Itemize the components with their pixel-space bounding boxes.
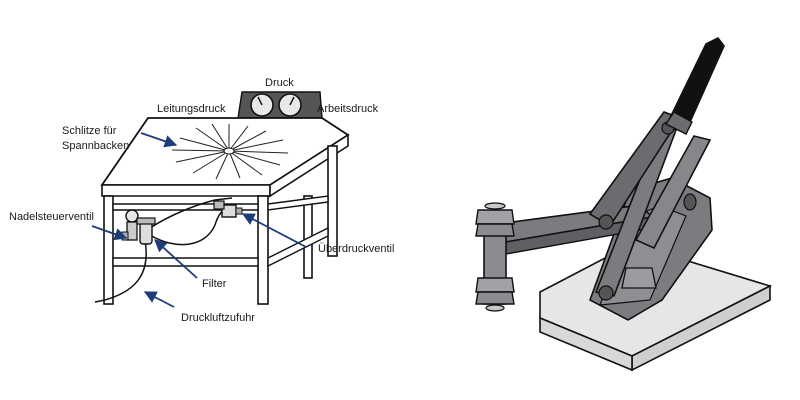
leader-arrows (91, 132, 307, 308)
label-arbeitsdruck: Arbeitsdruck (317, 103, 379, 115)
label-schlitze-line2: Spannbacken (62, 140, 129, 152)
labels: Druck Leitungsdruck Arbeitsdruck Schlitz… (9, 77, 394, 324)
table-stretchers (112, 195, 329, 268)
relief-valve (213, 200, 243, 218)
toggle-clamp (475, 36, 773, 372)
needle-valve (121, 209, 139, 241)
vacuum-table (94, 91, 350, 305)
clamp-link-short (634, 135, 712, 250)
table-legs (103, 145, 338, 305)
jaw-slots (171, 123, 289, 180)
arrow-nadelsteuerventil (91, 225, 128, 241)
clamp-handle-grip (668, 36, 725, 123)
arrow-ueberdruckventil (241, 213, 307, 248)
label-leitungsdruck: Leitungsdruck (157, 103, 226, 115)
label-filter: Filter (202, 278, 227, 290)
label-ueberdruckventil: Überdruckventil (318, 243, 394, 255)
arrow-filter (154, 239, 198, 279)
label-nadelsteuerventil: Nadelsteuerventil (9, 211, 94, 223)
gauge-panel (237, 91, 323, 119)
label-schlitze-line1: Schlitze für (62, 125, 117, 137)
arrow-druckluftzufuhr (143, 291, 175, 308)
clamp-spindle (475, 202, 515, 312)
filter (136, 217, 156, 245)
arrow-schlitze (140, 132, 178, 148)
label-druck: Druck (265, 77, 294, 89)
label-druckluftzufuhr: Druckluftzufuhr (181, 312, 255, 324)
